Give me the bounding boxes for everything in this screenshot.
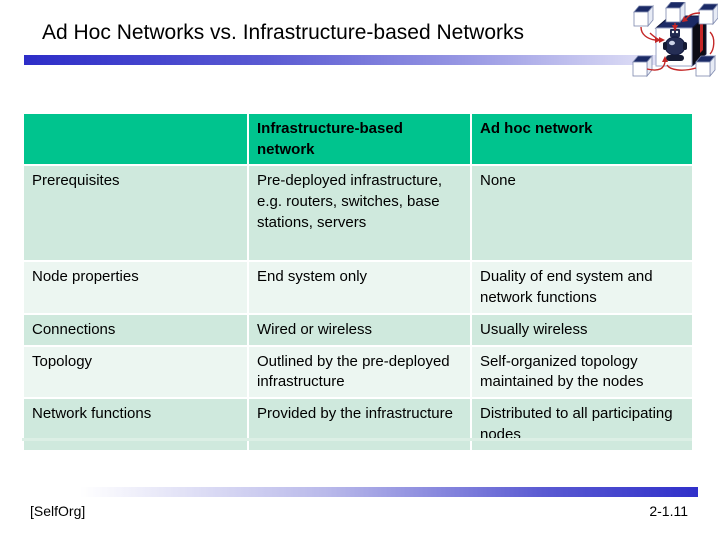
- cell-infrastructure: Outlined by the pre-deployed infrastruct…: [247, 344, 472, 400]
- cell-adhoc: None: [470, 164, 694, 263]
- row-label: Topology: [22, 344, 249, 400]
- cell-adhoc: Usually wireless: [470, 312, 694, 347]
- cell-adhoc: Duality of end system and network functi…: [470, 260, 694, 315]
- row-label: Prerequisites: [22, 164, 249, 263]
- comparison-table: Infrastructure-based network Ad hoc netw…: [22, 111, 694, 452]
- table-row: Node properties End system only Duality …: [22, 260, 694, 315]
- cell-adhoc: Self-organized topology maintained by th…: [470, 344, 694, 400]
- header-empty-cell: [22, 111, 249, 167]
- cell-infrastructure: End system only: [247, 260, 472, 315]
- table-row: Prerequisites Pre-deployed infrastructur…: [22, 164, 694, 263]
- title-divider-bar: [24, 55, 715, 65]
- footer-label: [SelfOrg]: [30, 503, 86, 519]
- row-label: Connections: [22, 312, 249, 347]
- footer-divider-bar: [80, 487, 698, 497]
- header-infrastructure: Infrastructure-based network: [247, 111, 472, 167]
- cell-infrastructure: Provided by the infrastructure: [247, 397, 472, 452]
- table-row: Topology Outlined by the pre-deployed in…: [22, 344, 694, 400]
- table-bottom-rule: [22, 438, 692, 441]
- header-adhoc: Ad hoc network: [470, 111, 694, 167]
- network-cubes-logo: [630, 0, 719, 80]
- row-label: Network functions: [22, 397, 249, 452]
- row-label: Node properties: [22, 260, 249, 315]
- cell-infrastructure: Pre-deployed infrastructure, e.g. router…: [247, 164, 472, 263]
- slide-number: 2-1.11: [649, 503, 688, 519]
- cell-infrastructure: Wired or wireless: [247, 312, 472, 347]
- cell-adhoc: Distributed to all participating nodes: [470, 397, 694, 452]
- table-row: Network functions Provided by the infras…: [22, 397, 694, 452]
- page-title: Ad Hoc Networks vs. Infrastructure-based…: [42, 21, 524, 44]
- network-cubes-logo-graphic: [632, 0, 719, 78]
- table-header-row: Infrastructure-based network Ad hoc netw…: [22, 111, 694, 167]
- table-row: Connections Wired or wireless Usually wi…: [22, 312, 694, 347]
